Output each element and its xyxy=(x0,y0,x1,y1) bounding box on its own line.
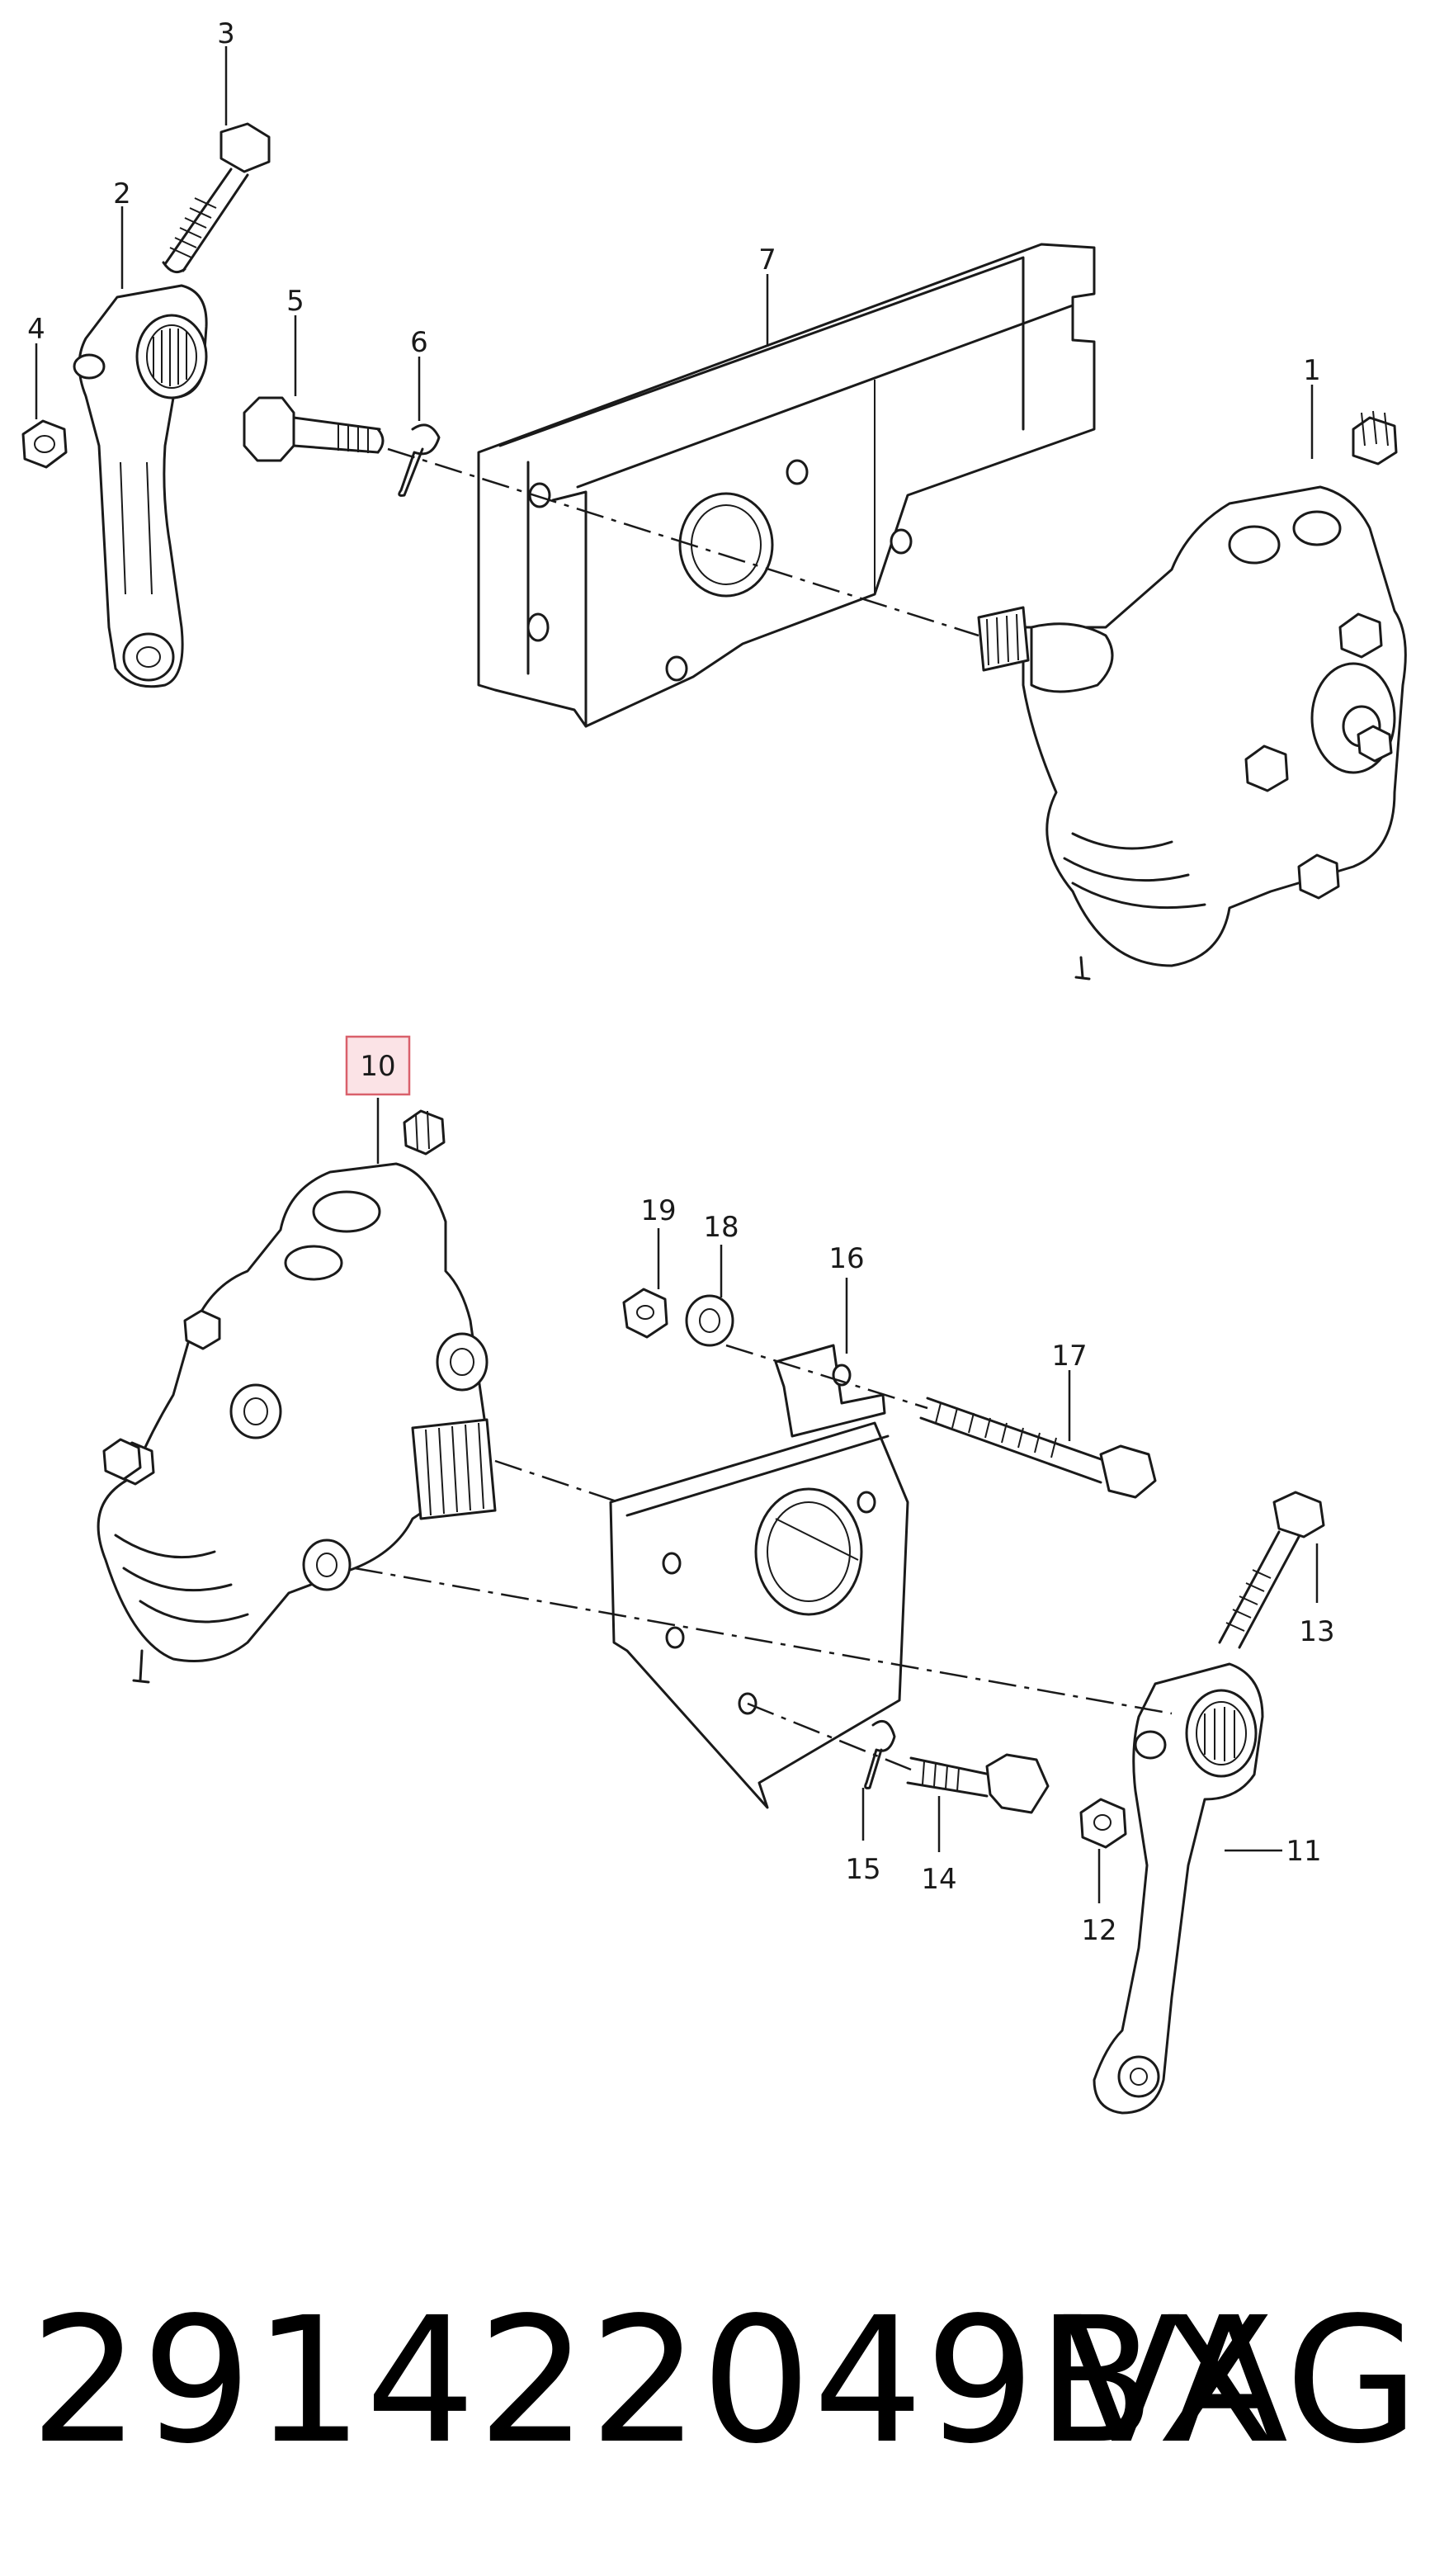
part-14-bolt xyxy=(906,1753,1050,1814)
callout-17: 17 xyxy=(1051,1340,1088,1441)
part-10-steering-box xyxy=(97,1109,497,1684)
footer: 291422049BX VAG xyxy=(0,2286,1449,2476)
part-18-washer xyxy=(685,1294,734,1347)
callout-11-label: 11 xyxy=(1286,1835,1321,1868)
callout-15-label: 15 xyxy=(845,1853,880,1886)
callout-13-label: 13 xyxy=(1299,1615,1334,1648)
part-number: 291422049BX xyxy=(30,2280,1278,2482)
callout-5-label: 5 xyxy=(286,285,304,318)
callout-15: 15 xyxy=(845,1788,881,1886)
exploded-parts-diagram: 3 2 4 5 6 7 1 10 19 18 16 17 xyxy=(21,17,1407,2115)
upper-axis-line xyxy=(387,447,979,637)
part-15-split-pin xyxy=(864,1719,896,1789)
callout-14-label: 14 xyxy=(921,1863,956,1896)
part-1-steering-box xyxy=(977,410,1407,981)
callout-10[interactable]: 10 xyxy=(345,1035,411,1164)
callout-1: 1 xyxy=(1303,354,1321,459)
callout-3-label: 3 xyxy=(217,17,235,50)
part-11-drop-arm xyxy=(1093,1662,1264,2115)
part-13-bolt xyxy=(1218,1491,1325,1649)
callout-10-highlight xyxy=(345,1035,411,1096)
callout-6: 6 xyxy=(410,326,428,421)
part-16-mounting-plate xyxy=(609,1344,909,1809)
brand-name: VAG xyxy=(1062,2280,1419,2482)
callout-18-label: 18 xyxy=(703,1211,739,1244)
callout-11: 11 xyxy=(1225,1835,1322,1868)
part-12-nut xyxy=(1079,1798,1127,1849)
callout-19-label: 19 xyxy=(640,1194,676,1227)
lower-axis-line-4 xyxy=(747,1702,912,1771)
part-5-bolt xyxy=(243,396,385,462)
callout-18: 18 xyxy=(703,1211,739,1297)
callout-6-label: 6 xyxy=(410,326,428,359)
lower-axis-line-2 xyxy=(494,1459,620,1504)
callout-7-label: 7 xyxy=(758,243,776,277)
part-17-bolt xyxy=(919,1397,1157,1499)
callout-4-label: 4 xyxy=(27,313,45,346)
part-2-drop-arm xyxy=(73,284,208,688)
part-6-split-pin xyxy=(398,423,441,497)
part-19-nut xyxy=(622,1288,668,1339)
part-4-nut xyxy=(21,419,68,469)
callout-5: 5 xyxy=(286,285,304,396)
lower-axis-line-3 xyxy=(725,1344,928,1410)
callout-10-label: 10 xyxy=(360,1050,395,1083)
callout-13: 13 xyxy=(1299,1543,1335,1648)
callout-12: 12 xyxy=(1081,1849,1117,1947)
part-7-bracket xyxy=(477,243,1096,728)
callout-4: 4 xyxy=(27,313,45,419)
lower-axis-line-1 xyxy=(354,1567,1173,1715)
callout-7: 7 xyxy=(758,243,776,347)
callout-14: 14 xyxy=(921,1796,957,1896)
callout-16: 16 xyxy=(828,1242,865,1354)
callout-17-label: 17 xyxy=(1051,1340,1087,1373)
part-3-bolt xyxy=(162,122,271,274)
callout-3: 3 xyxy=(217,17,235,125)
callout-1-label: 1 xyxy=(1303,354,1321,387)
callout-12-label: 12 xyxy=(1081,1914,1116,1947)
callout-19: 19 xyxy=(640,1194,677,1289)
callout-16-label: 16 xyxy=(828,1242,864,1275)
callout-2: 2 xyxy=(113,177,131,289)
callout-2-label: 2 xyxy=(113,177,131,210)
